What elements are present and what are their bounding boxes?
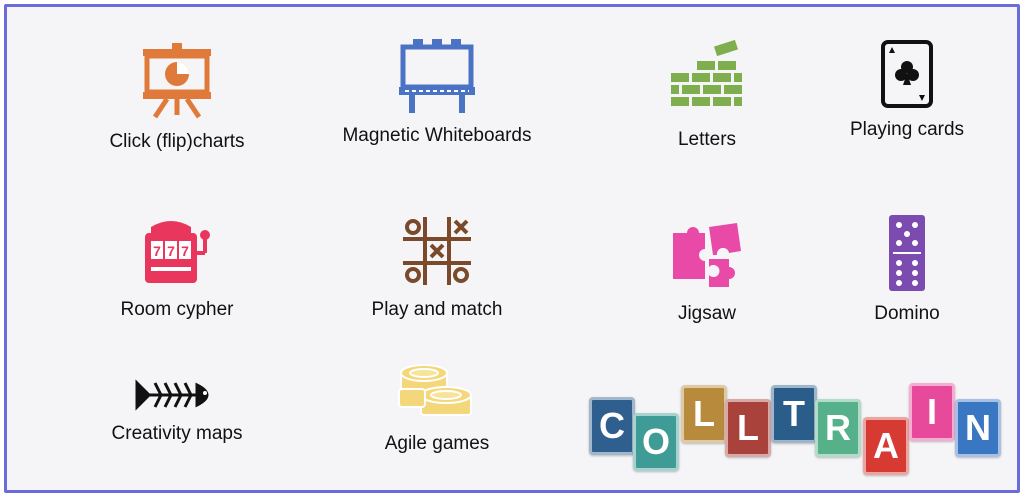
flipchart-icon [143, 43, 211, 119]
svg-text:7: 7 [167, 243, 175, 259]
content-panel: Click (flip)charts Magnetic Whiteboards … [4, 4, 1020, 493]
tile-jigsaw[interactable]: Jigsaw [647, 221, 767, 325]
slot-machine-icon: 7 7 7 [145, 221, 210, 283]
logo-letter: T [771, 385, 817, 443]
tile-label: Play and match [371, 299, 503, 320]
tile-label: Magnetic Whiteboards [342, 125, 532, 146]
svg-text:7: 7 [181, 243, 189, 259]
logo-letter: R [815, 399, 861, 457]
brick-wall-icon [671, 39, 742, 106]
tile-agile-games[interactable]: Agile games [347, 359, 527, 455]
billboard-icon [399, 39, 475, 113]
tile-label: Agile games [384, 433, 490, 454]
tile-whiteboards[interactable]: Magnetic Whiteboards [327, 37, 547, 147]
domino-icon [889, 215, 925, 291]
tic-tac-toe-icon [403, 217, 471, 285]
tile-label: Playing cards [849, 119, 965, 140]
coins-icon [398, 364, 472, 416]
playing-card-icon [881, 40, 933, 108]
logo-letter: N [955, 399, 1001, 457]
logo-letter: O [633, 413, 679, 471]
tile-letters[interactable]: Letters [647, 39, 767, 151]
tile-label: Room cypher [120, 299, 234, 320]
logo-letter: A [863, 417, 909, 475]
tile-label: Creativity maps [111, 423, 243, 444]
tile-label: Domino [874, 303, 940, 324]
tile-flipcharts[interactable]: Click (flip)charts [87, 41, 267, 153]
jigsaw-icon [673, 223, 741, 287]
tile-label: Jigsaw [677, 303, 737, 324]
tile-domino[interactable]: Domino [827, 213, 987, 325]
logo-letter: C [589, 397, 635, 455]
svg-text:7: 7 [153, 243, 161, 259]
logo-letter: L [681, 385, 727, 443]
logo-letter: I [909, 383, 955, 441]
colltrain-logo: C O L L T R A I N [587, 383, 1007, 479]
tile-creativity-maps[interactable]: Creativity maps [87, 377, 267, 445]
tile-room-cypher[interactable]: 7 7 7 Room cypher [87, 213, 267, 321]
fishbone-icon [135, 379, 209, 411]
tile-playing-cards[interactable]: Playing cards [827, 39, 987, 141]
tile-label: Click (flip)charts [109, 131, 245, 152]
tile-label: Letters [677, 129, 737, 150]
logo-letter: L [725, 399, 771, 457]
tile-play-and-match[interactable]: Play and match [347, 213, 527, 321]
